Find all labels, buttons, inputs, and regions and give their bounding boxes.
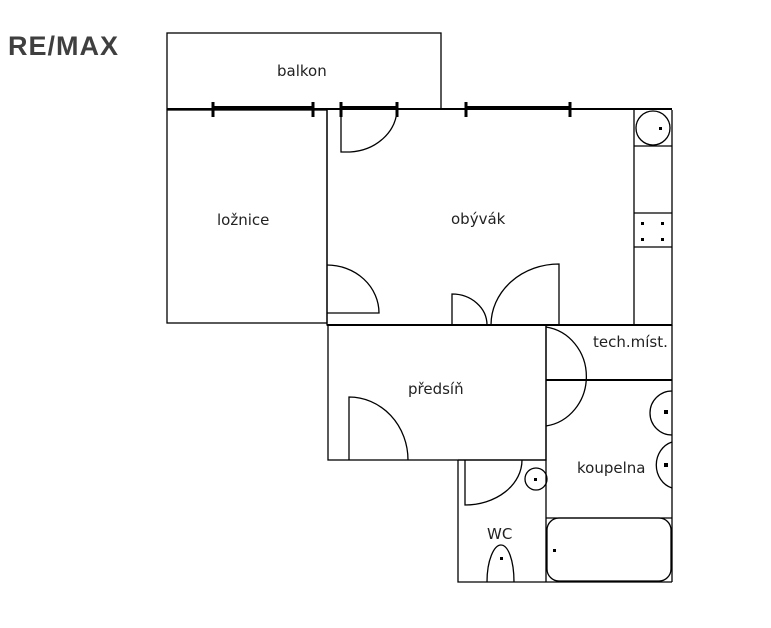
- living-room-door-small: [451, 293, 488, 326]
- toilet-icon: [486, 544, 515, 583]
- stove-icon: [641, 127, 664, 241]
- kitchen-counter: [633, 110, 672, 325]
- technical-room-outline: [545, 325, 673, 582]
- room-label-hallway: předsíň: [408, 380, 464, 398]
- entrance-door: [348, 396, 409, 461]
- wc-outline: [457, 459, 672, 583]
- room-label-bathroom: koupelna: [577, 459, 646, 477]
- room-label-bedroom: ložnice: [217, 211, 270, 229]
- balcony-door: [340, 109, 398, 153]
- wc-door: [464, 459, 523, 506]
- technical-room-door: [545, 326, 587, 427]
- washbasin-1-icon: [649, 390, 673, 436]
- remax-logo: RE/MAX: [8, 31, 120, 61]
- kitchen-sink-icon: [635, 110, 671, 146]
- room-label-balcony: balkon: [277, 62, 327, 80]
- bathtub-icon: [546, 517, 672, 582]
- windows: [211, 102, 572, 117]
- room-label-wc: WC: [487, 525, 513, 543]
- wc-sink-icon: [524, 467, 548, 491]
- room-label-technical-room: tech.míst.: [593, 333, 668, 351]
- living-room-door-large: [490, 263, 560, 326]
- room-label-living-room: obývák: [451, 210, 506, 228]
- washbasin-2-icon: [655, 441, 673, 489]
- bedroom-door: [326, 264, 380, 314]
